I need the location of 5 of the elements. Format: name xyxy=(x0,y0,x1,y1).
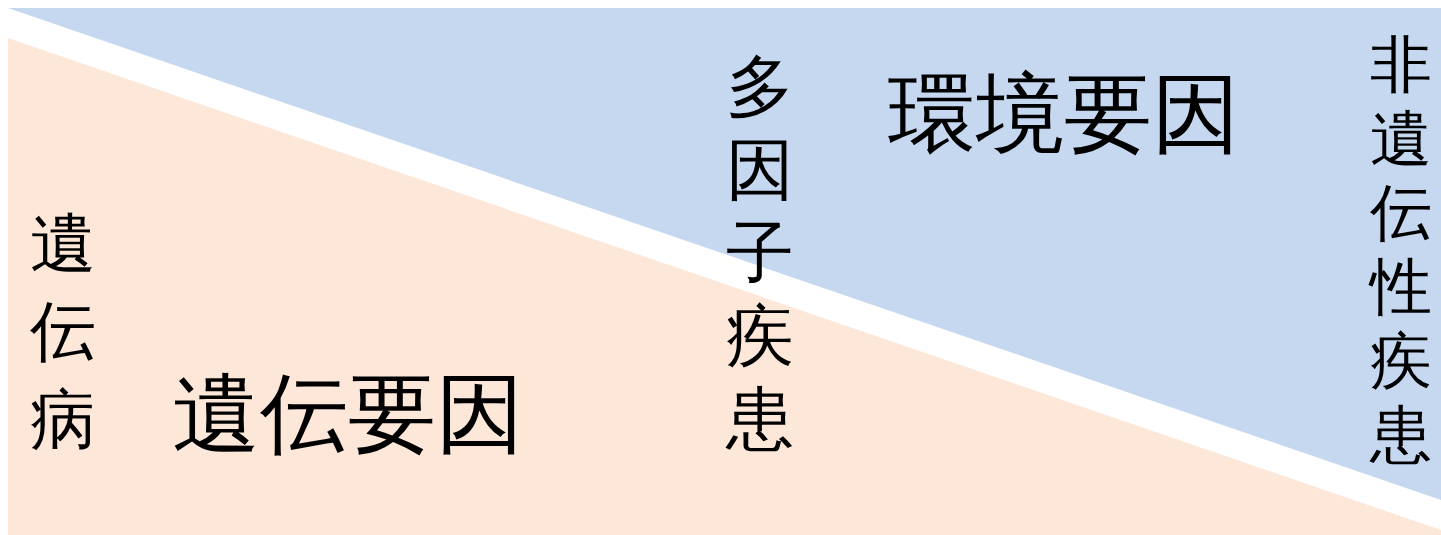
vertical-label: 非遺伝性疾患 xyxy=(1370,28,1432,472)
vertical-label: 多因子疾患 xyxy=(726,46,794,460)
region-heading: 環境要因 xyxy=(888,70,1240,158)
vertical-label: 遺伝病 xyxy=(30,204,96,460)
region-heading: 遺伝要因 xyxy=(172,370,524,458)
